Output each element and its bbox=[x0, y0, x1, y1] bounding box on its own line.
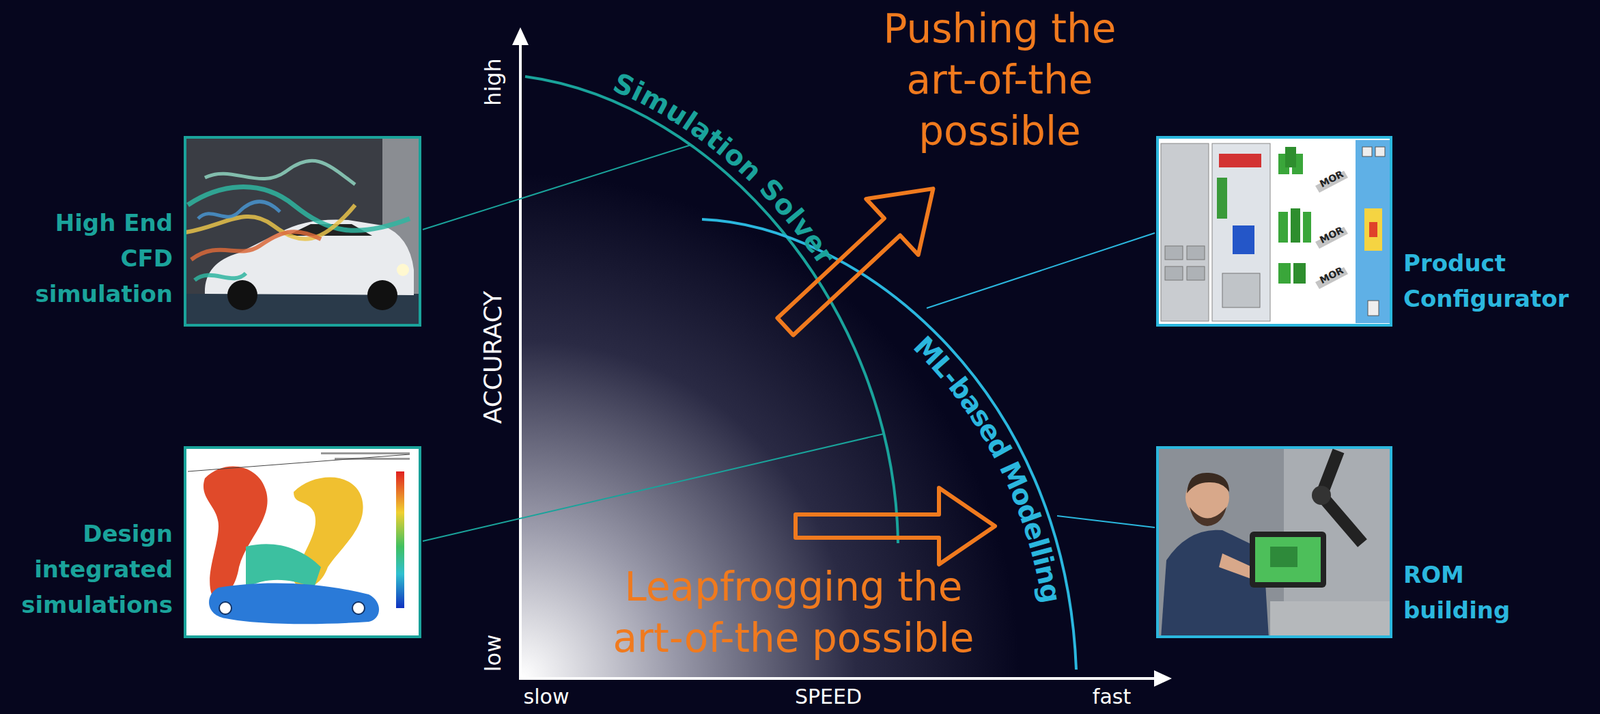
person-beard bbox=[1189, 506, 1227, 526]
part-web bbox=[245, 543, 321, 588]
part-base bbox=[208, 582, 380, 624]
picture-frame: Design integrated simulations bbox=[183, 445, 422, 638]
header-line bbox=[320, 452, 410, 455]
axis-title: SPEED bbox=[794, 684, 862, 709]
axis-end-label: slow bbox=[523, 684, 570, 709]
x-axis bbox=[518, 676, 1158, 680]
cabinet-cutaway bbox=[1212, 143, 1271, 321]
annotation: Pushing the art-of-the possible bbox=[863, 3, 1137, 158]
streamline bbox=[204, 160, 356, 185]
lab-background bbox=[1156, 445, 1393, 638]
machine-table bbox=[1270, 600, 1393, 638]
axis-end-label: high bbox=[480, 58, 507, 106]
tablet-screen bbox=[1255, 536, 1321, 582]
cabinet-drawer bbox=[1165, 245, 1183, 260]
component bbox=[1232, 225, 1255, 255]
green-block bbox=[1285, 146, 1297, 168]
annotation: Leapfrogging the art-of-the possible bbox=[588, 561, 999, 664]
car-wheel bbox=[227, 279, 258, 311]
component bbox=[1222, 273, 1260, 308]
frame-label: ROM building bbox=[1403, 556, 1527, 628]
panel-part bbox=[1367, 300, 1379, 316]
cabinet bbox=[1160, 143, 1209, 321]
leader-line bbox=[926, 232, 1155, 308]
panel-part bbox=[1375, 146, 1385, 157]
axis-title: ACCURACY bbox=[478, 290, 508, 425]
mor-tag: MOR bbox=[1317, 264, 1346, 287]
design-background bbox=[183, 445, 422, 638]
mor-tag: MOR bbox=[1317, 223, 1346, 246]
frame-label: Design integrated simulations bbox=[8, 515, 173, 623]
busbar bbox=[1218, 153, 1262, 168]
axis-end-label: fast bbox=[1092, 684, 1131, 709]
green-block bbox=[1278, 211, 1288, 243]
component bbox=[1216, 177, 1228, 219]
axis-line bbox=[187, 454, 410, 472]
curve-label-text: Simulation Solver bbox=[608, 66, 842, 271]
car-headlight bbox=[396, 263, 410, 276]
curve-label: Simulation Solver bbox=[608, 66, 842, 271]
leader-line bbox=[422, 144, 692, 230]
green-block bbox=[1290, 208, 1301, 243]
picture-frame: High End CFD simulation bbox=[183, 135, 422, 327]
streamline bbox=[194, 273, 246, 280]
axis-end-label: low bbox=[480, 634, 507, 672]
x-axis-arrowhead bbox=[1154, 669, 1172, 687]
part-eyelet bbox=[352, 601, 365, 614]
cfd-illustration bbox=[183, 135, 422, 327]
y-axis-arrowhead bbox=[512, 27, 529, 46]
tablet bbox=[1249, 531, 1327, 588]
leader-line bbox=[422, 433, 884, 541]
picture-frame: ROM building bbox=[1156, 445, 1393, 638]
frame-label: Product Configurator bbox=[1403, 245, 1575, 317]
rom-illustration bbox=[1156, 445, 1393, 638]
heat-map-panel bbox=[1355, 139, 1390, 324]
green-block bbox=[1302, 211, 1312, 243]
picture-frame: Product Configurator bbox=[1156, 135, 1393, 327]
hollow-arrow bbox=[795, 487, 995, 565]
streamline bbox=[185, 204, 356, 240]
frame-label: High End CFD simulation bbox=[8, 204, 173, 312]
heat-zone bbox=[1369, 221, 1378, 237]
color-bar bbox=[396, 471, 405, 608]
green-block bbox=[1293, 262, 1306, 284]
configurator-background bbox=[1156, 135, 1393, 327]
configurator-illustration bbox=[1156, 135, 1393, 327]
cabinet-drawer bbox=[1186, 266, 1205, 280]
leader-line bbox=[1057, 515, 1155, 528]
green-block bbox=[1278, 262, 1291, 284]
robot-joint bbox=[1311, 485, 1331, 505]
screen-model bbox=[1270, 546, 1298, 567]
cabinet-drawer bbox=[1186, 245, 1205, 260]
streamline bbox=[191, 231, 321, 260]
person-hair bbox=[1186, 472, 1230, 494]
streamline bbox=[198, 201, 280, 219]
topology-illustration bbox=[183, 445, 422, 638]
mor-tag: MOR bbox=[1317, 167, 1346, 190]
heat-zone bbox=[1364, 208, 1383, 251]
car-wheel bbox=[367, 279, 398, 311]
part-eyelet bbox=[219, 601, 232, 614]
tunnel-background bbox=[183, 135, 422, 327]
y-axis bbox=[518, 40, 522, 680]
cabinet-drawer bbox=[1165, 266, 1183, 280]
panel-part bbox=[1362, 146, 1372, 157]
